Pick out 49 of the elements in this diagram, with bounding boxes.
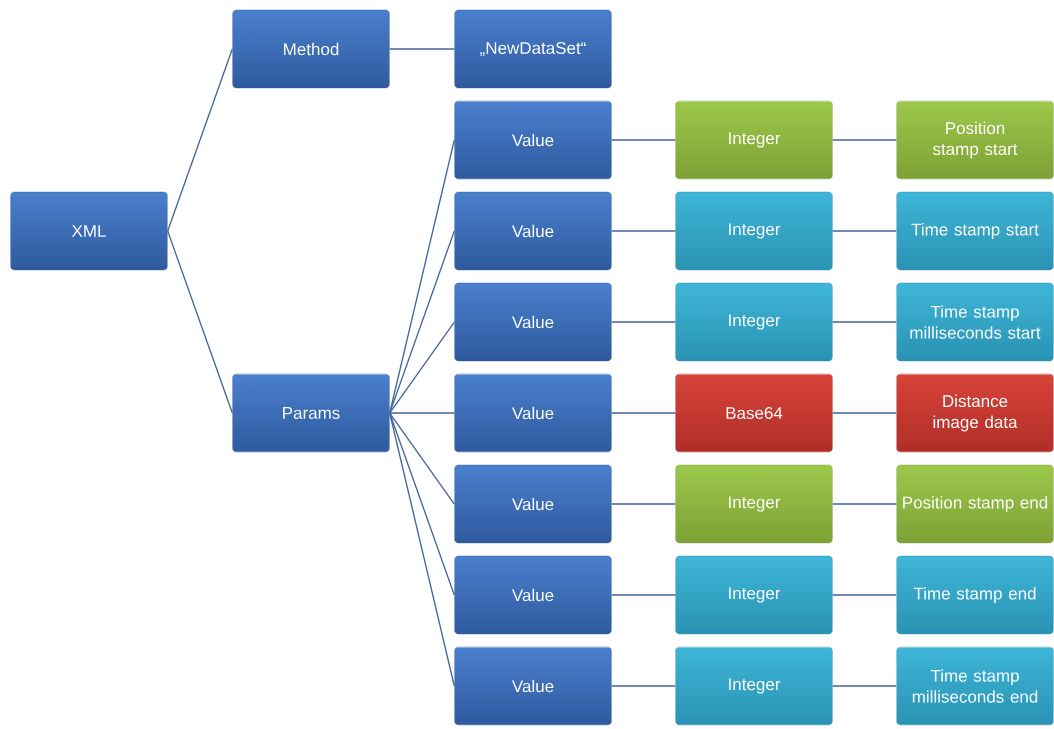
process-box: Time stamp start bbox=[896, 191, 1054, 271]
process-box: XML bbox=[10, 191, 168, 271]
process-box: Integer bbox=[675, 646, 833, 726]
process-box: Time stamp milliseconds start bbox=[896, 282, 1054, 362]
process-box: Value bbox=[454, 282, 612, 362]
process-box: Distance image data bbox=[896, 373, 1054, 453]
connector-line bbox=[611, 230, 676, 232]
connector-line bbox=[611, 685, 676, 687]
connector-line bbox=[167, 48, 233, 232]
connector-line bbox=[832, 594, 897, 596]
process-box: Value bbox=[454, 191, 612, 271]
process-box: Integer bbox=[675, 464, 833, 544]
process-box: Integer bbox=[675, 282, 833, 362]
process-box: Value bbox=[454, 646, 612, 726]
process-box: Position stamp start bbox=[896, 100, 1054, 180]
connector-line bbox=[389, 412, 455, 596]
connector-line bbox=[611, 139, 676, 141]
process-box: Value bbox=[454, 464, 612, 544]
connector-line bbox=[832, 503, 897, 505]
connector-line bbox=[832, 230, 897, 232]
connector-line bbox=[167, 230, 233, 414]
process-box: Time stamp milliseconds end bbox=[896, 646, 1054, 726]
connector-line bbox=[389, 48, 455, 50]
connector-line bbox=[389, 412, 455, 687]
process-box: Integer bbox=[675, 191, 833, 271]
connector-line bbox=[832, 412, 897, 414]
process-box: Method bbox=[232, 9, 390, 89]
connector-line bbox=[832, 321, 897, 323]
process-box: Integer bbox=[675, 100, 833, 180]
process-box: Value bbox=[454, 373, 612, 453]
process-box: Value bbox=[454, 555, 612, 635]
process-box: „NewDataSet“ bbox=[454, 9, 612, 89]
process-box: Base64 bbox=[675, 373, 833, 453]
connector-line bbox=[832, 139, 897, 141]
connector-line bbox=[389, 230, 455, 414]
process-box: Integer bbox=[675, 555, 833, 635]
connector-line bbox=[389, 139, 455, 414]
connector-line bbox=[832, 685, 897, 687]
process-box: Position stamp end bbox=[896, 464, 1054, 544]
connector-line bbox=[389, 412, 455, 505]
connector-line bbox=[389, 321, 455, 414]
process-box: Value bbox=[454, 100, 612, 180]
connector-line bbox=[389, 412, 455, 414]
connector-line bbox=[611, 594, 676, 596]
connector-line bbox=[611, 321, 676, 323]
connector-line bbox=[611, 412, 676, 414]
connector-line bbox=[611, 503, 676, 505]
process-box: Params bbox=[232, 373, 390, 453]
process-box: Time stamp end bbox=[896, 555, 1054, 635]
